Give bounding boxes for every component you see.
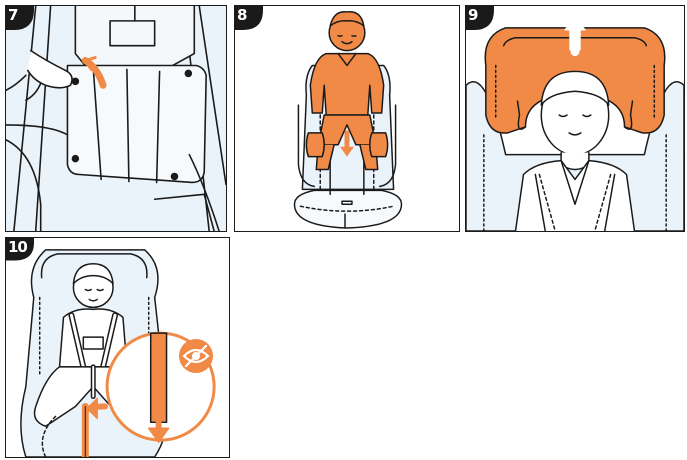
step-8-panel: 8 xyxy=(234,5,460,232)
step-number: 8 xyxy=(237,7,246,24)
step-10-panel: 10 xyxy=(5,237,230,458)
eye-check-icon xyxy=(176,336,216,376)
child-seated-push-down-icon xyxy=(235,6,459,231)
step-number-badge: 10 xyxy=(5,237,34,262)
step-9-panel: 9 xyxy=(465,5,685,232)
step-number: 7 xyxy=(8,7,17,24)
step-number-badge: 9 xyxy=(465,5,494,30)
step-number-badge: 8 xyxy=(234,5,263,30)
headrest-adjust-up-icon xyxy=(466,6,684,231)
step-number: 10 xyxy=(8,239,27,256)
step-number-badge: 7 xyxy=(5,5,34,30)
step-number: 9 xyxy=(468,7,477,24)
step-7-panel: 7 xyxy=(5,5,227,232)
headrest-fabric-cover-icon xyxy=(6,6,226,231)
